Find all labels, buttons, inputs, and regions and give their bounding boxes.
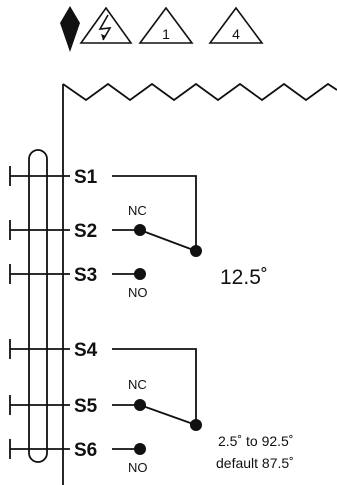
terminal-s3: S3 — [74, 265, 97, 286]
switch-2-contact-arm — [139, 404, 197, 426]
switch-2-nc-contact — [134, 399, 146, 411]
switch-2-common-lead — [112, 348, 197, 425]
switch-1-contact-arm — [139, 229, 197, 252]
switch-1 — [112, 175, 202, 280]
terminal-s4: S4 — [74, 340, 98, 361]
note-4-triangle-icon: 4 — [208, 6, 264, 44]
switch-1-pivot — [190, 245, 202, 257]
switch-1-no-label: NO — [128, 285, 148, 300]
switch-1-setting: 12.5˚ — [220, 266, 268, 289]
switch-1-nc-contact — [134, 224, 146, 236]
note-4-label: 4 — [232, 26, 240, 42]
terminal-labels: S1 S2 S3 S4 S5 S6 — [74, 167, 98, 461]
flash-triangle-icon — [79, 6, 133, 44]
diamond-icon — [60, 6, 80, 52]
header-symbols: 1 4 — [60, 6, 264, 52]
switch-1-no-contact — [134, 268, 146, 280]
note-1-label: 1 — [162, 26, 170, 42]
switch-2-no-label: NO — [128, 460, 148, 475]
switch-housing — [62, 82, 337, 485]
note-1-triangle-icon: 1 — [138, 6, 194, 44]
terminal-s1: S1 — [74, 167, 98, 188]
housing-break-line — [62, 82, 337, 102]
switch-2-pivot — [190, 419, 202, 431]
terminal-s2: S2 — [74, 221, 97, 242]
terminal-s6: S6 — [74, 440, 97, 461]
switch-2-nc-label: NC — [128, 377, 147, 392]
terminal-strip — [28, 149, 48, 463]
switch-1-nc-label: NC — [128, 203, 147, 218]
terminal-lines — [9, 166, 70, 459]
switch-2-setting-range: 2.5˚ to 92.5˚ — [218, 433, 294, 449]
switch-2-setting-default: default 87.5˚ — [216, 455, 294, 471]
switch-1-common-lead — [112, 175, 197, 251]
switch-2 — [112, 348, 202, 455]
switch-2-no-contact — [134, 443, 146, 455]
terminal-s5: S5 — [74, 396, 98, 417]
